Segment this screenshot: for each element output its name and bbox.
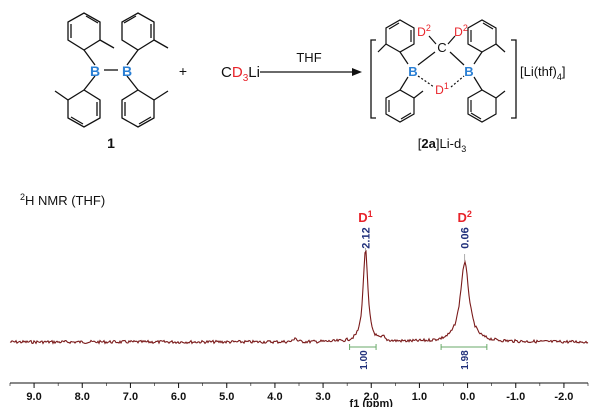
x-tick-label: 5.0 [219, 391, 234, 403]
deuterium-label-d1: D1 [435, 81, 449, 97]
b1-aryl-bond-2 [83, 75, 96, 91]
peak-label-2: D2 [457, 209, 471, 225]
d-b-bridge-bond [450, 75, 465, 88]
arrow-label: THF [296, 50, 321, 65]
ring-double-bond [482, 22, 494, 30]
b2-aryl-bond-2 [126, 75, 139, 91]
aryl-ring [467, 19, 497, 53]
spectrum-trace [9, 249, 589, 345]
x-tick-label: 7.0 [123, 391, 138, 403]
deuterium-label-d2-right: D2 [454, 23, 468, 39]
x-tick-label: -2.0 [554, 391, 573, 403]
compound-1-structure [54, 12, 169, 128]
c-d-bond-2 [447, 35, 456, 45]
x-tick-label: 8.0 [75, 391, 90, 403]
x-tick-label: 1.0 [412, 391, 427, 403]
methyl-bond [153, 39, 169, 49]
deuterium-label-d2-left: D2 [417, 23, 431, 39]
x-tick-label: 6.0 [171, 391, 186, 403]
boron-atom-1: B [90, 63, 100, 79]
product-structure [377, 19, 506, 123]
x-axis-label: f1 (ppm) [350, 398, 394, 407]
methyl-bond [377, 43, 387, 53]
peak-shift-value-2: 0.06 [460, 227, 472, 248]
product-boron-atom-1: B [408, 64, 417, 79]
peak-label-1: D1 [358, 209, 372, 225]
integral-value-2: 1.98 [460, 350, 471, 370]
methyl-bond [413, 90, 424, 99]
ring-double-bond [138, 116, 152, 125]
ring-double-bond [400, 112, 412, 120]
plus-sign: + [179, 63, 187, 79]
counterion: [Li(thf)4] [520, 64, 565, 82]
x-tick-label: 3.0 [315, 391, 330, 403]
aryl-ring [121, 12, 155, 51]
reaction-scheme: B B 1 + CD3Li THF [54, 12, 565, 154]
product-boron-atom-2: B [464, 64, 473, 79]
b-aryl-bond [399, 51, 409, 65]
aryl-ring [121, 89, 155, 128]
product-carbon-atom: C [437, 40, 446, 55]
boron-atom-2: B [122, 63, 132, 79]
peak-shift-value-1: 2.12 [360, 227, 372, 248]
nmr-spectrum: 2H NMR (THF) D1 2.12 D2 0.06 1.00 1.98 9.0 8.… [9, 192, 589, 407]
ring-double-bond [470, 112, 482, 120]
b-aryl-bond-3 [473, 51, 483, 65]
b1-aryl-bond [83, 49, 96, 66]
methyl-bond [99, 39, 115, 49]
b-d-bridge-bond [417, 75, 435, 88]
aryl-ring [67, 12, 101, 51]
ring-double-bond [85, 15, 99, 24]
x-tick-label: 4.0 [267, 391, 282, 403]
ring-double-bond [123, 15, 137, 24]
peak-annotations: D1 2.12 D2 0.06 [358, 209, 472, 261]
x-tick-label: 2.0 [364, 391, 379, 403]
reagent-formula: CD3Li [221, 64, 260, 84]
aryl-ring [67, 89, 101, 128]
x-axis-ticks: 9.0 8.0 7.0 6.0 5.0 4.0 3.0 2.0 1.0 0.0 -1.0 -2.0 [9, 383, 589, 403]
bracket-right [511, 39, 517, 119]
integral-value-1: 1.00 [359, 350, 370, 370]
ring-double-bond [388, 22, 400, 30]
compound-1-label: 1 [107, 135, 115, 151]
ring-double-bond [70, 116, 84, 125]
aryl-ring [385, 89, 415, 123]
x-tick-label: 0.0 [460, 391, 475, 403]
product-label: [2a]Li-d3 [418, 136, 466, 154]
arrow-head [352, 68, 362, 76]
nmr-title: 2H NMR (THF) [20, 192, 105, 208]
methyl-bond [495, 43, 506, 53]
integral-regions: 1.00 1.98 [349, 344, 488, 370]
b-aryl-bond-2 [399, 76, 409, 91]
c-d-bond [428, 35, 437, 45]
b-aryl-bond-4 [473, 76, 483, 91]
methyl-bond [153, 90, 169, 101]
bracket-left [370, 39, 376, 119]
methyl-bond [495, 90, 506, 99]
aryl-ring [385, 19, 415, 53]
methyl-bond [54, 90, 69, 101]
b2-aryl-bond [126, 49, 139, 66]
c-b-bond [449, 51, 465, 66]
x-tick-label: -1.0 [506, 391, 525, 403]
b-c-bond [417, 51, 436, 66]
aryl-ring [467, 89, 497, 123]
x-tick-label: 9.0 [26, 391, 41, 403]
